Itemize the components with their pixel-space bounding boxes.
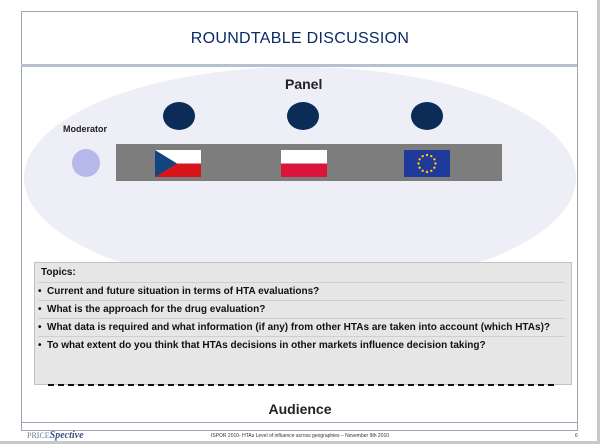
topic-item: What is the approach for the drug evalua… xyxy=(38,300,565,318)
panelist-eu-dot xyxy=(411,102,443,130)
panelist-poland-dot xyxy=(287,102,319,130)
slide-title: ROUNDTABLE DISCUSSION xyxy=(190,30,410,47)
topic-item: What data is required and what informati… xyxy=(38,318,565,336)
moderator-dot xyxy=(72,149,100,177)
audience-label: Audience xyxy=(268,401,332,417)
page-number: 6 xyxy=(575,433,578,439)
panel-label: Panel xyxy=(285,76,323,92)
topics-heading: Topics: xyxy=(41,267,76,278)
topics-list: Current and future situation in terms of… xyxy=(38,282,565,354)
topics-box: Topics: Current and future situation in … xyxy=(34,262,572,385)
czech-flag-icon xyxy=(155,150,201,177)
poland-flag-icon xyxy=(281,150,327,177)
footer-divider xyxy=(21,422,577,423)
topic-item: Current and future situation in terms of… xyxy=(38,282,565,300)
title-divider xyxy=(21,64,577,67)
pricespective-logo: PRICESpective xyxy=(27,430,84,441)
footer-note: ISPOR 2010- HTAs Level of influence acro… xyxy=(210,433,390,439)
logo-price-text: PRICE xyxy=(27,431,50,440)
moderator-label: Moderator xyxy=(63,124,108,134)
topic-item: To what extent do you think that HTAs de… xyxy=(38,336,565,354)
eu-flag-icon xyxy=(404,150,450,177)
logo-spective-text: Spective xyxy=(49,430,84,441)
audience-divider xyxy=(48,384,554,386)
panelist-czech-dot xyxy=(163,102,195,130)
